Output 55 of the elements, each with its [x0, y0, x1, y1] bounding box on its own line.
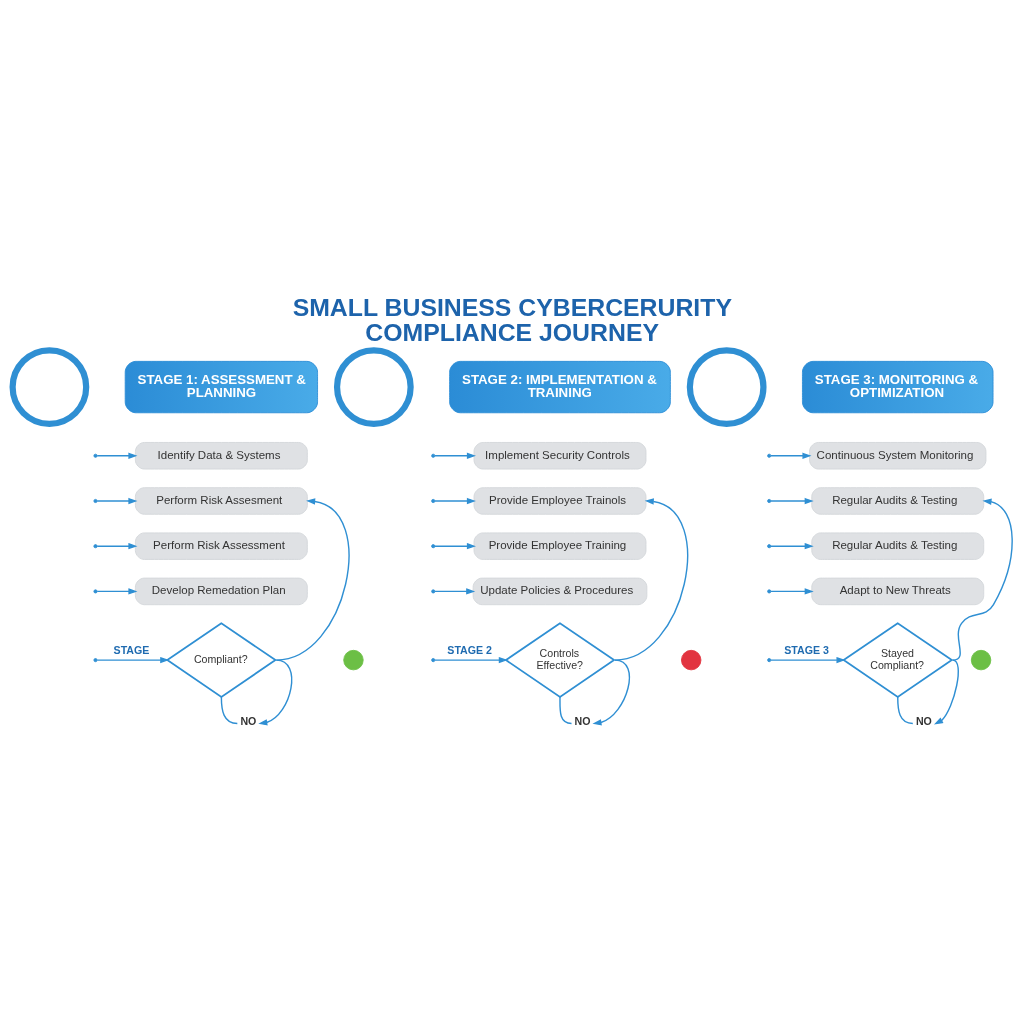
node-box: Regular Audits & Testing	[810, 531, 984, 560]
arrow	[769, 452, 811, 459]
arrow	[96, 587, 137, 595]
arrow	[433, 542, 476, 549]
node-diamond: Controls Effective?	[503, 621, 616, 698]
arrow	[96, 656, 169, 663]
arrow	[769, 542, 814, 549]
arrow	[257, 658, 292, 726]
node-box: Regular Audits & Testing	[810, 486, 984, 515]
node-diamond: Stayed Compliant?	[841, 621, 953, 698]
arrow	[769, 497, 814, 504]
arrow	[96, 542, 137, 549]
arrow	[433, 497, 476, 504]
node-box: Develop Remedation Plan	[134, 577, 308, 605]
node-circle	[342, 649, 364, 670]
connector	[558, 695, 572, 724]
arrow	[769, 587, 814, 595]
node-text: NO	[239, 714, 256, 727]
node-text: NO	[915, 714, 932, 727]
diagram-title: SMALL BUSINESS CYBERCERURITY COMPLIANCE JOURNEY	[292, 293, 732, 346]
node-text: NO	[574, 714, 591, 727]
node-diamond: Compliant?	[165, 621, 277, 698]
edge-label: STAGE 2	[446, 643, 492, 656]
node-box: Update Policies & Procedures	[472, 577, 647, 605]
arrow	[275, 497, 349, 661]
node-box: Adapt to New Threats	[810, 577, 984, 605]
arrow	[96, 452, 137, 459]
arrow	[591, 658, 630, 726]
node-box: Provide Employee Trainols	[473, 486, 646, 515]
arrow	[433, 587, 475, 595]
arrow	[933, 658, 959, 724]
node-circle	[970, 649, 991, 670]
edge-label: STAGE	[113, 643, 149, 656]
node-circle	[686, 346, 767, 427]
connector	[220, 695, 238, 724]
arrow	[613, 497, 688, 661]
node-box: STAGE 3: MONITORING & OPTIMIZATION	[801, 360, 993, 413]
node-box: STAGE 1: ASSESSMENT & PLANNING	[124, 360, 318, 413]
arrow	[433, 656, 508, 663]
arrow	[433, 452, 476, 459]
node-box: Continuous System Monitoring	[808, 441, 986, 469]
node-box: Provide Employee Training	[473, 531, 646, 560]
node-box: Perform Risk Assessment	[134, 531, 308, 560]
arrow	[951, 498, 1013, 661]
node-box: Perform Risk Assesment	[134, 486, 308, 515]
node-box: Implement Security Controls	[473, 441, 646, 469]
arrow	[769, 656, 845, 663]
node-box: Identify Data & Systems	[134, 441, 308, 469]
node-box: STAGE 2: IMPLEMENTATION & TRAINING	[448, 360, 671, 413]
edge-label: STAGE 3	[783, 643, 829, 656]
node-circle	[9, 346, 89, 427]
node-circle	[680, 649, 701, 670]
arrow	[96, 497, 137, 504]
node-circle	[333, 346, 414, 427]
connector	[896, 695, 913, 724]
